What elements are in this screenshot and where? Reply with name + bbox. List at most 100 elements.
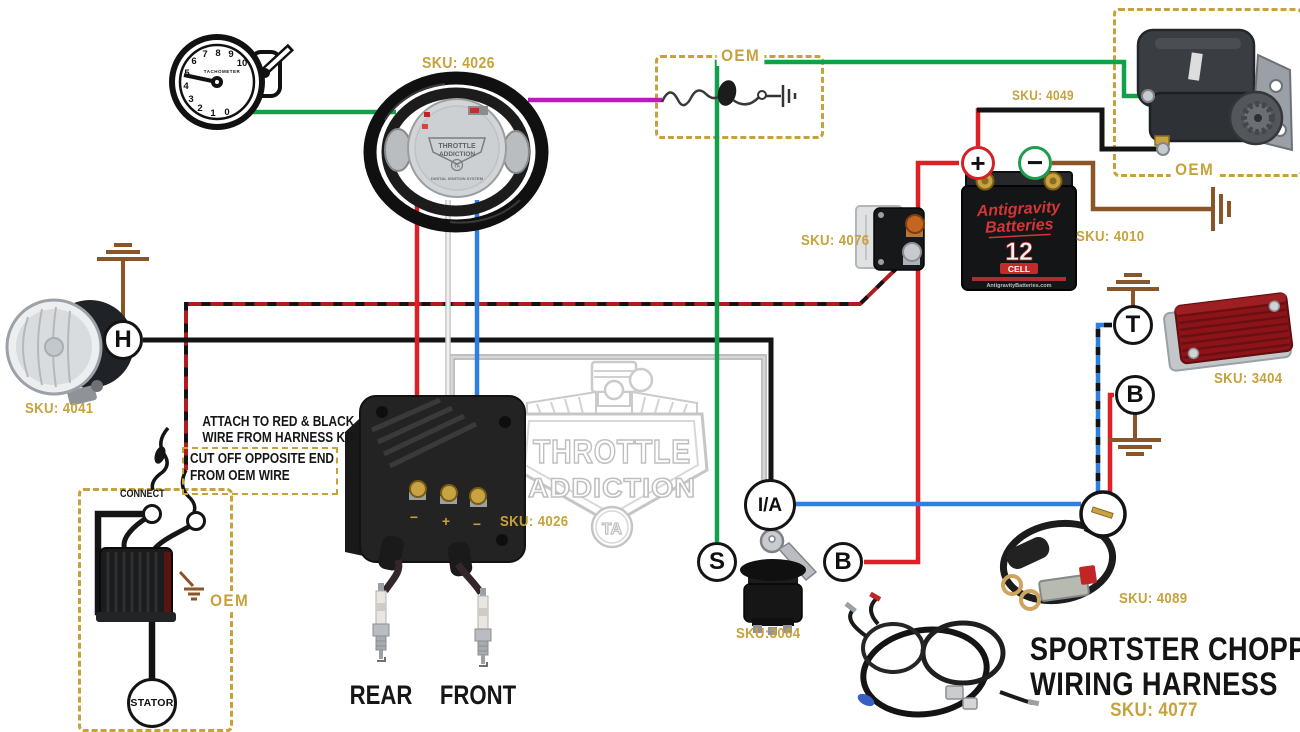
spark-plug-rear xyxy=(372,583,390,662)
tach-num: 10 xyxy=(237,58,248,69)
oem-label-top: OEM xyxy=(716,46,765,66)
oem-label-regulator: OEM xyxy=(205,591,254,611)
sku-brake-switch: SKU: 4089 xyxy=(1119,590,1188,607)
node-stator: STATOR xyxy=(127,678,177,728)
tach-num: 6 xyxy=(191,56,196,67)
title-line2: WIRING HARNESS xyxy=(1030,666,1278,702)
wire-black-starter-cable xyxy=(977,107,1160,152)
ignition-coil: − + − xyxy=(345,395,526,595)
module-subtitle: DIGITAL IGNITION SYSTEM xyxy=(431,176,484,181)
plus-glyph: + xyxy=(970,148,986,178)
wire-red-black-harness xyxy=(184,264,901,470)
sku-breaker: SKU: 4076 xyxy=(801,232,870,249)
note-attach-line1: ATTACH TO RED & BLACK xyxy=(202,414,355,430)
node-starter-s: S xyxy=(697,542,737,582)
tach-num: 9 xyxy=(228,49,233,60)
coil-terminal-pos: + xyxy=(442,513,450,529)
battery-cells: 12 xyxy=(1005,238,1033,266)
tach-num: 8 xyxy=(215,48,220,59)
tach-num: 0 xyxy=(224,107,229,118)
note-cut-line2: FROM OEM WIRE xyxy=(190,468,290,484)
watermark-monogram: TA xyxy=(602,521,623,538)
battery-cell-word: CELL xyxy=(1008,264,1030,274)
ground-symbol-taillight-bottom xyxy=(1109,438,1161,456)
battery: Antigravity Batteries 12 CELL Antigravit… xyxy=(961,171,1077,291)
sku-headlight: SKU: 4041 xyxy=(25,400,94,417)
sku-coil: SKU: 4026 xyxy=(500,513,569,530)
oem-sensor-pigtail xyxy=(660,80,797,107)
node-s-label: S xyxy=(708,548,725,575)
wire-red-taillight-b xyxy=(1107,392,1114,492)
watermark-addiction: ADDICTION xyxy=(528,473,696,503)
wire-black-headlight xyxy=(143,337,774,480)
spark-plug-front xyxy=(474,588,492,667)
wire-green-starter-s xyxy=(714,59,1146,542)
node-headlight-label: H xyxy=(114,326,132,353)
node-battery-b: B xyxy=(823,542,863,582)
wire-red-battery-breaker xyxy=(915,160,959,208)
harness-photo xyxy=(844,591,1040,718)
key-switch xyxy=(740,528,818,635)
module-brand1: THROTTLE xyxy=(438,143,476,150)
minus-glyph: − xyxy=(1026,147,1044,178)
battery-brand2: Batteries xyxy=(985,216,1054,237)
node-b-switch-label: B xyxy=(834,548,852,575)
wire-brown-battery-ground xyxy=(1052,160,1211,212)
title-line1: SPORTSTER CHOPPER xyxy=(1029,631,1300,667)
stator-label: STATOR xyxy=(130,696,174,709)
battery-positive-terminal: + xyxy=(961,146,995,180)
ground-symbol-battery xyxy=(1211,187,1231,231)
throttle-addiction-watermark: THROTTLE ADDICTION TA xyxy=(515,360,709,549)
sku-ignition-switch: SKU:3064 xyxy=(736,625,801,642)
module-brand2: ADDICTION xyxy=(439,151,475,158)
module-monogram: TA xyxy=(454,164,460,169)
sku-battery: SKU: 4010 xyxy=(1076,228,1145,245)
brake-light-switch xyxy=(999,490,1127,611)
wire-red-breaker-b xyxy=(864,266,921,565)
battery-url: AntigravityBatteries.com xyxy=(986,283,1051,289)
node-ia-label: I/A xyxy=(757,494,783,516)
tach-num: 2 xyxy=(197,103,202,114)
coil-terminal-neg1: − xyxy=(410,509,418,525)
sku-starter-cable: SKU: 4049 xyxy=(1012,88,1074,103)
note-attach-line2: WIRE FROM HARNESS KIT xyxy=(202,430,356,446)
ground-symbol-regulator xyxy=(178,570,204,601)
watermark-throttle: THROTTLE xyxy=(533,433,691,470)
tachometer: 0 1 2 3 4 5 6 7 8 9 10 TACHOMETER xyxy=(169,34,295,130)
node-ignition-accessory: I/A xyxy=(744,479,796,531)
ground-symbol-taillight-top xyxy=(1107,273,1159,291)
tail-light xyxy=(1163,292,1294,372)
tach-num: 1 xyxy=(210,108,216,119)
node-t-label: T xyxy=(1125,311,1141,338)
starter-motor xyxy=(1136,28,1294,156)
coil-terminal-neg2: − xyxy=(473,516,481,532)
tach-num: 5 xyxy=(184,68,190,79)
wire-blue-black-taillight xyxy=(1095,322,1112,492)
ground-symbol-headlight xyxy=(97,243,149,261)
battery-negative-terminal: − xyxy=(1018,146,1052,180)
ignition-module: THROTTLE ADDICTION TA DIGITAL IGNITION S… xyxy=(363,71,549,233)
node-b-tail-label: B xyxy=(1126,381,1144,408)
tach-num: 3 xyxy=(188,94,193,105)
tachometer-label: TACHOMETER xyxy=(204,69,241,74)
tach-num: 7 xyxy=(202,49,207,60)
note-cut-line1: CUT OFF OPPOSITE END xyxy=(190,451,335,467)
plug-label-front: FRONT xyxy=(439,680,517,710)
oem-label-starter: OEM xyxy=(1170,160,1219,180)
sku-taillight: SKU: 3404 xyxy=(1214,370,1283,387)
node-headlight: H xyxy=(103,320,143,360)
connect-label: CONNECT xyxy=(120,488,165,500)
wire-black-stator xyxy=(94,510,156,679)
plug-label-rear: REAR xyxy=(349,680,413,710)
battery-brand1: Antigravity xyxy=(975,199,1061,220)
circuit-breaker xyxy=(855,205,925,271)
node-taillight-t: T xyxy=(1113,305,1153,345)
voltage-regulator xyxy=(96,514,194,622)
note-cut-box xyxy=(182,447,338,495)
node-taillight-b: B xyxy=(1115,375,1155,415)
tach-num: 4 xyxy=(183,81,189,92)
headlight xyxy=(5,298,134,406)
sku-module: SKU: 4026 xyxy=(422,55,495,72)
